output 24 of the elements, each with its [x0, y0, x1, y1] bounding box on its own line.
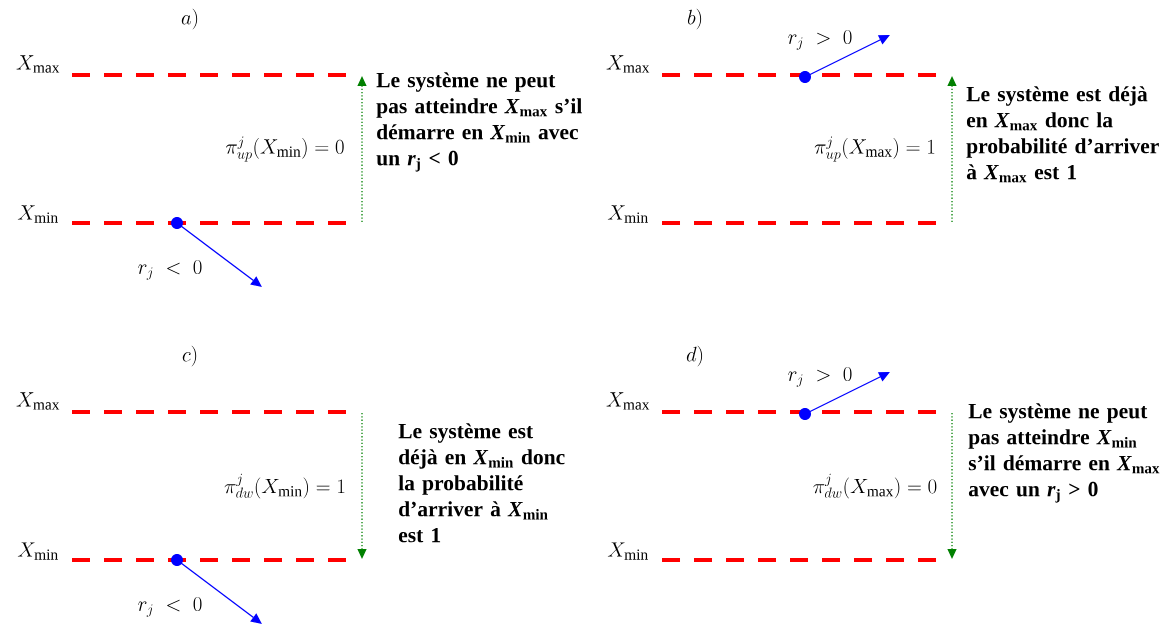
level-label: $X_{\min}$: [607, 205, 648, 223]
level-label: $X_{\max}$: [606, 55, 650, 73]
level-label: $X_{\max}$: [16, 392, 60, 410]
probability-formula: $\pi^{j}_{up}(X_{\max})=1$: [814, 136, 935, 162]
rate-label: $r_{j}\;<\;0$: [138, 597, 202, 617]
level-label: $X_{\max}$: [16, 55, 60, 73]
explanation-text: Le système est déjà en X$_{min}$ donc la probabilité d’arriver à X$_{min}$ est 1: [398, 423, 565, 543]
panel-label: $b)$: [687, 8, 702, 30]
probability-formula: $\pi^{j}_{dw}(X_{\min})=1$: [224, 473, 345, 499]
level-label: $X_{\min}$: [17, 542, 58, 560]
panel-label: $d)$: [686, 345, 703, 367]
level-label: $X_{\max}$: [606, 392, 650, 410]
level-label: $X_{\min}$: [17, 205, 58, 223]
rate-label: $r_{j}\;>\;0$: [788, 367, 852, 387]
rate-label: $r_{j}\;<\;0$: [138, 260, 202, 280]
level-label: $X_{\min}$: [607, 542, 648, 560]
explanation-text: Le système est déjà en X$_{max}$ donc la probabilité d’arriver à X$_{max}$ est 1: [966, 86, 1159, 183]
explanation-text: Le système ne peut pas atteindre X$_{min}$ s’il démarre en X$_{max}$ avec un r$_{j}$ > 0: [968, 403, 1160, 503]
panel-label: $a)$: [181, 8, 198, 30]
probability-formula: $\pi^{j}_{up}(X_{\min})=0$: [226, 136, 344, 162]
probability-formula: $\pi^{j}_{dw}(X_{\max})=0$: [813, 473, 937, 499]
rate-label: $r_{j}\;>\;0$: [788, 30, 852, 50]
panel-label: $c)$: [182, 345, 197, 367]
explanation-text: Le système ne peut pas atteindre X$_{max}$ s’il démarre en X$_{min}$ avec un r$_{j}$ < 0: [376, 72, 582, 172]
